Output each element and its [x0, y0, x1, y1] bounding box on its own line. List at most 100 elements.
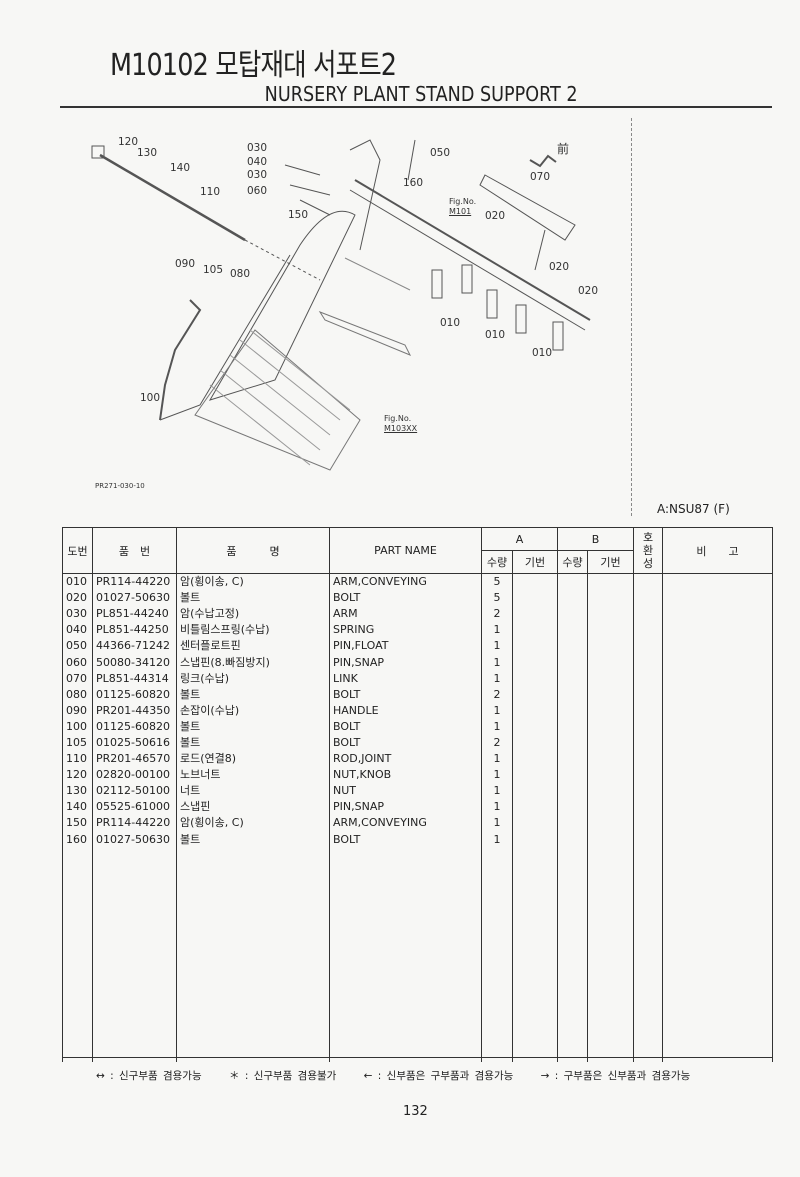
cell-empty — [587, 654, 634, 671]
cell-empty — [587, 670, 634, 687]
cell-empty — [662, 847, 773, 1062]
cell-empty — [557, 734, 588, 752]
callout-140: 140 — [170, 162, 191, 174]
cell-part-no: 01027-50630 — [92, 590, 177, 607]
cell-ref-no: 060 — [62, 654, 93, 671]
cell-ref-no: 010 — [62, 573, 93, 591]
cell-empty — [557, 702, 588, 719]
cell-empty — [633, 670, 663, 687]
cell-name-kr: 볼트 — [176, 590, 330, 607]
cell-empty — [557, 799, 588, 816]
cell-qty-a: 1 — [481, 670, 513, 687]
cell-name-kr: 노브너트 — [176, 767, 330, 784]
cell-name-kr: 너트 — [176, 783, 330, 800]
cell-name-kr: 암(횡이송, C) — [176, 573, 330, 591]
cell-empty — [92, 847, 177, 1062]
cell-part-no: PR114-44220 — [92, 573, 177, 591]
cell-qty-a: 2 — [481, 734, 513, 752]
cell-empty — [633, 654, 663, 671]
cell-qty-a: 1 — [481, 831, 513, 848]
cell-empty — [512, 783, 558, 800]
front-direction-mark: 前 — [557, 142, 570, 156]
cell-qty-a: 5 — [481, 590, 513, 607]
cell-empty — [557, 847, 588, 1062]
cell-empty — [587, 734, 634, 752]
legend-item: → : 구부품은 신부품과 겸용가능 — [540, 1070, 691, 1082]
cell-part-name: PIN,FLOAT — [329, 638, 482, 655]
cell-qty-a: 5 — [481, 573, 513, 591]
cell-empty — [587, 751, 634, 768]
cell-empty — [662, 702, 773, 719]
cell-empty — [557, 670, 588, 687]
callout-110: 110 — [200, 186, 221, 198]
cell-part-name: BOLT — [329, 734, 482, 752]
cell-empty — [662, 799, 773, 816]
cell-empty — [587, 638, 634, 655]
fig-reference-m101: Fig.No. M101 — [449, 197, 476, 217]
cell-empty — [557, 718, 588, 735]
callout-150: 150 — [288, 209, 309, 221]
cell-empty — [329, 847, 482, 1062]
cell-empty — [662, 831, 773, 848]
cell-empty — [512, 670, 558, 687]
callout-030b: 030 — [247, 169, 268, 181]
cell-empty — [512, 815, 558, 832]
cell-empty — [662, 606, 773, 623]
cell-part-name: BOLT — [329, 590, 482, 607]
cell-empty — [662, 751, 773, 768]
header-a-qty: 수량 — [481, 550, 513, 574]
cell-name-kr: 볼트 — [176, 831, 330, 848]
cell-empty — [587, 573, 634, 591]
cell-qty-a: 2 — [481, 606, 513, 623]
cell-part-name: HANDLE — [329, 702, 482, 719]
cell-name-kr: 손잡이(수납) — [176, 702, 330, 719]
cell-name-kr: 볼트 — [176, 718, 330, 735]
cell-empty — [512, 686, 558, 703]
header-b-serial: 기번 — [587, 550, 634, 574]
page-number: 132 — [403, 1104, 428, 1119]
cell-empty — [587, 831, 634, 848]
cell-name-kr: 스냅핀(8.빠짐방지) — [176, 654, 330, 671]
cell-qty-a: 1 — [481, 718, 513, 735]
cell-qty-a: 1 — [481, 767, 513, 784]
header-name-kr: 품 명 — [176, 527, 330, 574]
cell-part-no: 01125-60820 — [92, 686, 177, 703]
cell-empty — [633, 622, 663, 639]
cell-part-no: 05525-61000 — [92, 799, 177, 816]
cell-empty — [62, 847, 93, 1062]
cell-empty — [557, 783, 588, 800]
cell-empty — [587, 622, 634, 639]
page-subtitle: NURSERY PLANT STAND SUPPORT 2 — [265, 82, 578, 106]
cell-empty — [633, 606, 663, 623]
cell-part-no: PR201-44350 — [92, 702, 177, 719]
cell-qty-a: 1 — [481, 622, 513, 639]
cell-ref-no: 150 — [62, 815, 93, 832]
model-note: A:NSU87 (F) — [657, 502, 730, 516]
cell-empty — [557, 831, 588, 848]
cell-part-no: PR114-44220 — [92, 815, 177, 832]
cell-qty-a: 2 — [481, 686, 513, 703]
callout-100: 100 — [140, 392, 161, 404]
cell-empty — [587, 718, 634, 735]
cell-name-kr: 스냅핀 — [176, 799, 330, 816]
cell-empty — [587, 767, 634, 784]
cell-part-no: 02820-00100 — [92, 767, 177, 784]
cell-name-kr: 볼트 — [176, 686, 330, 703]
cell-empty — [662, 734, 773, 752]
legend-item: ← : 신부품은 구부품과 겸용가능 — [363, 1070, 514, 1082]
cell-empty — [512, 638, 558, 655]
cell-empty — [512, 847, 558, 1062]
cell-ref-no: 020 — [62, 590, 93, 607]
cell-empty — [512, 606, 558, 623]
cell-empty — [662, 783, 773, 800]
cell-empty — [512, 799, 558, 816]
cell-qty-a: 1 — [481, 638, 513, 655]
cell-ref-no: 110 — [62, 751, 93, 768]
cell-empty — [512, 622, 558, 639]
